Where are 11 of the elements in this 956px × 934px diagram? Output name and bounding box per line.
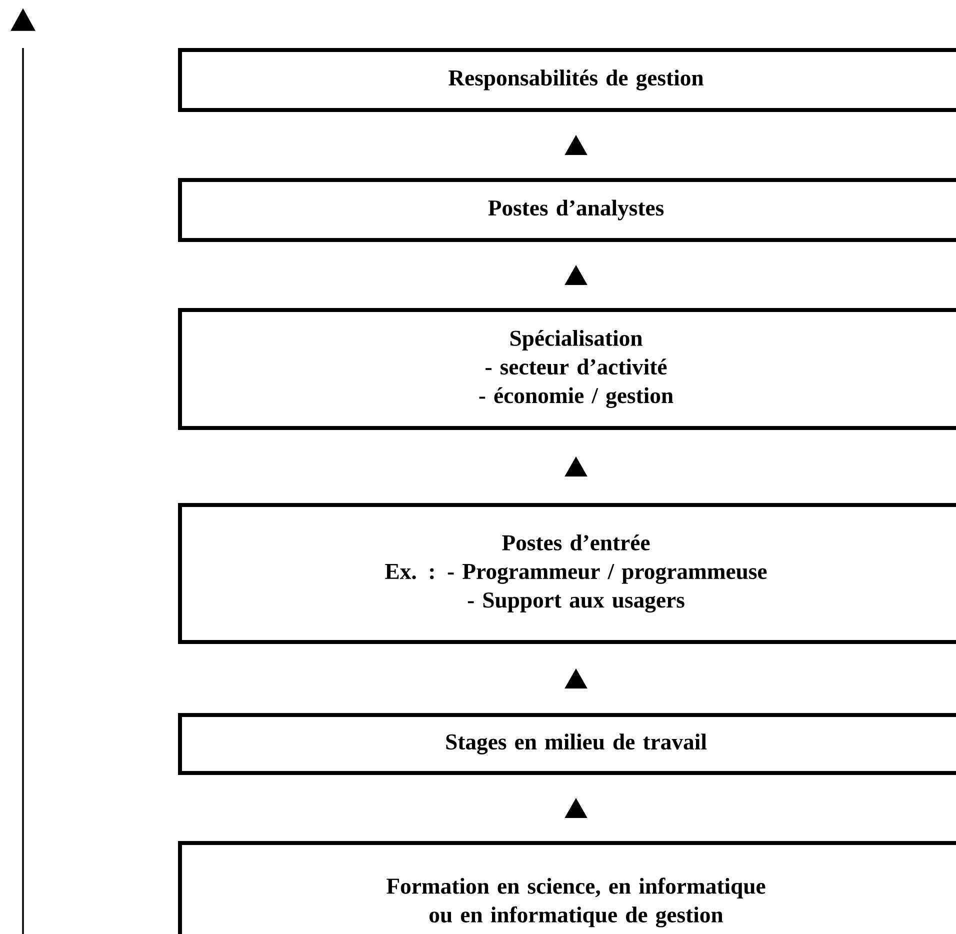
- stage-box: Postes d’entrée Ex. : - Programmeur / programmeuse - Support aux usagers: [178, 503, 956, 644]
- stage-box: Spécialisation - secteur d’activité - économie / gestion: [178, 308, 956, 430]
- arrow: [564, 135, 588, 156]
- stage-box: Formation en science, en informatique ou en informatique de gestion: [178, 841, 956, 934]
- stage-box: Responsabilités de gestion: [178, 48, 956, 112]
- arrow: [564, 456, 588, 477]
- arrow: [564, 265, 588, 286]
- arrow: [564, 668, 588, 689]
- arrow: [564, 798, 588, 818]
- stage-box: Postes d’analystes: [178, 178, 956, 242]
- stage-box: Stages en milieu de travail: [178, 713, 956, 775]
